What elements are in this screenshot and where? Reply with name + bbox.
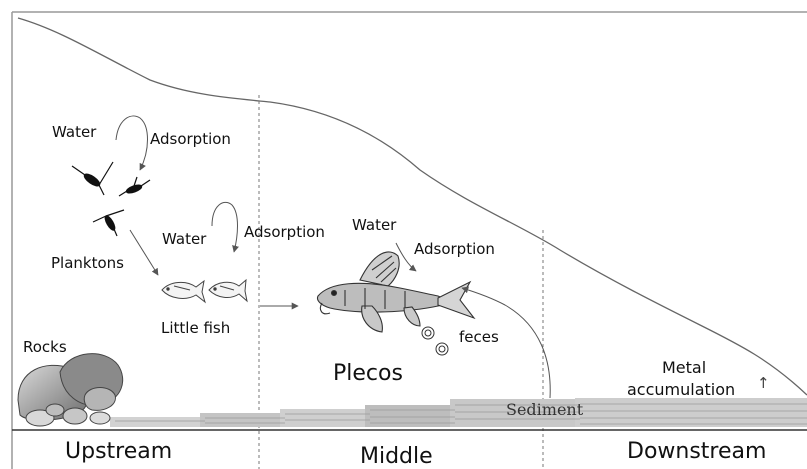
sediment-layers xyxy=(110,398,807,427)
label-adsorption-3: Adsorption xyxy=(414,242,495,257)
label-little-fish: Little fish xyxy=(161,321,230,336)
arrow-plankton-to-fish xyxy=(130,230,158,275)
label-plecos: Plecos xyxy=(333,363,403,385)
pleco-fish-illustration xyxy=(318,252,475,332)
river-bank-slope xyxy=(18,18,807,395)
little-fish-icons xyxy=(162,280,247,302)
label-adsorption-2: Adsorption xyxy=(244,225,325,240)
metal-increase-arrow: ↑ xyxy=(757,376,770,391)
label-metal-line2: accumulation xyxy=(627,382,735,398)
label-sediment: Sediment xyxy=(506,402,583,418)
label-rocks: Rocks xyxy=(23,340,67,355)
plankton-icons xyxy=(72,162,150,236)
arrow-adsorption-1 xyxy=(116,116,148,170)
label-water-1: Water xyxy=(52,125,96,140)
zone-upstream: Upstream xyxy=(65,441,172,463)
label-metal-line1: Metal xyxy=(662,360,706,376)
label-water-3: Water xyxy=(352,218,396,233)
feces-icons xyxy=(422,327,448,355)
label-feces: feces xyxy=(459,330,499,345)
zone-downstream: Downstream xyxy=(627,441,766,463)
label-planktons: Planktons xyxy=(51,256,124,271)
zone-middle: Middle xyxy=(360,446,433,468)
label-adsorption-1: Adsorption xyxy=(150,132,231,147)
arrow-adsorption-2 xyxy=(212,202,238,252)
rocks-illustration xyxy=(18,354,123,426)
label-water-2: Water xyxy=(162,232,206,247)
